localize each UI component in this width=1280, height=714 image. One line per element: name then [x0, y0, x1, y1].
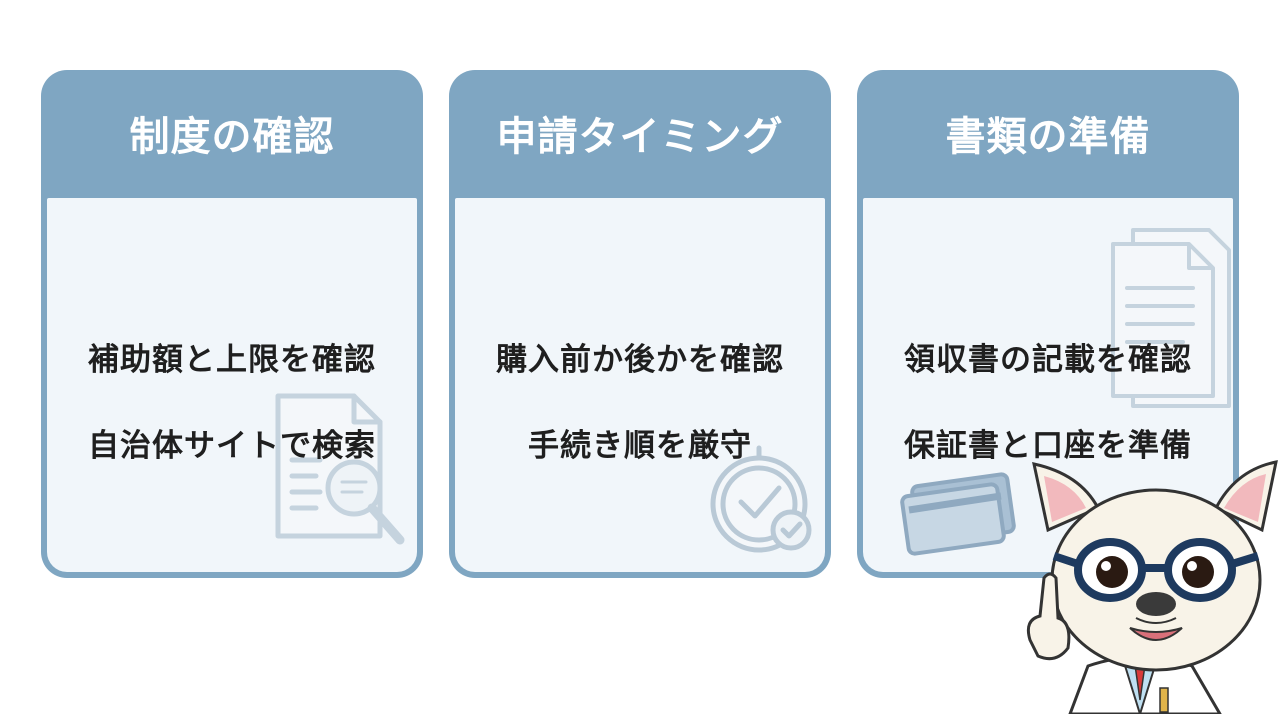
- card-line-2: 自治体サイトで検索: [88, 428, 376, 464]
- card-body: 購入前か後かを確認 手続き順を厳守: [455, 198, 825, 572]
- card-title: 申請タイミング: [496, 114, 784, 160]
- card-title: 制度の確認: [129, 114, 335, 160]
- card-line-2: 手続き順を厳守: [528, 428, 752, 464]
- card-line-1: 領収書の記載を確認: [904, 342, 1192, 378]
- bulldog-doctor-mascot: [1026, 460, 1278, 714]
- card-system-check: 制度の確認 補助額と上限を確認 自治体サイトで検索: [41, 70, 423, 578]
- documents-stack-icon: [1111, 228, 1231, 408]
- cards-icon: [900, 472, 1016, 556]
- card-line-1: 補助額と上限を確認: [88, 342, 376, 378]
- card-body: 領収書の記載を確認 保証書と口座を準備: [863, 198, 1233, 572]
- card-body: 補助額と上限を確認 自治体サイトで検索: [47, 198, 417, 572]
- card-line-2: 保証書と口座を準備: [904, 428, 1192, 464]
- clock-check-icon: [710, 445, 812, 553]
- card-application-timing: 申請タイミング 購入前か後かを確認 手続き順を厳守: [449, 70, 831, 578]
- document-search-icon: [275, 393, 405, 545]
- card-line-1: 購入前か後かを確認: [496, 342, 784, 378]
- card-title: 書類の準備: [945, 114, 1151, 160]
